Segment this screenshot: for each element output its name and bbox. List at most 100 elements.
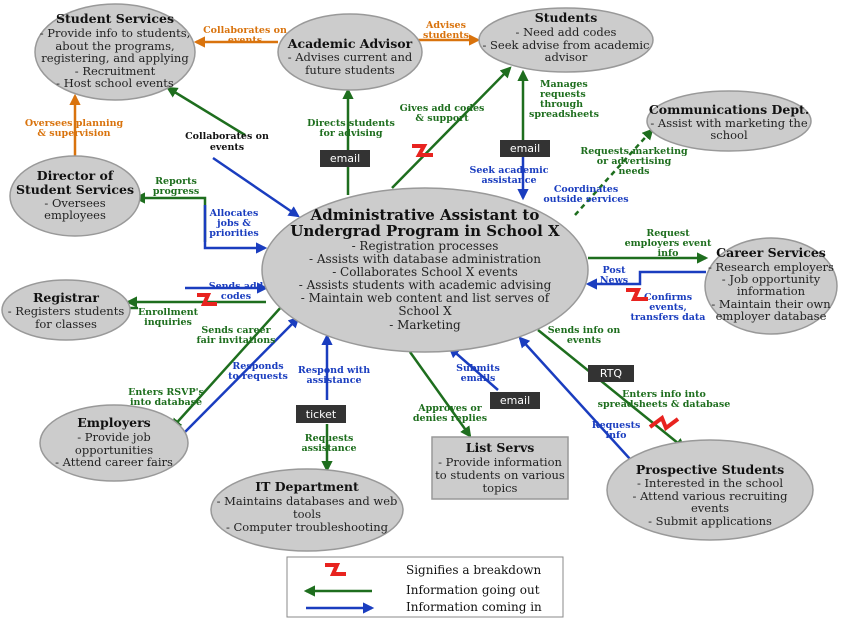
node-list-servs: List Servs - Provide information to stud… [431,436,569,500]
edge-admin-to-communications [574,128,654,216]
node-title: IT Department [255,479,359,494]
edge-label: Oversees planning& supervision [25,118,124,139]
svg-text:RTQ: RTQ [600,367,623,380]
breakdown-icon [325,563,346,576]
node-line: - Research employers [708,260,834,274]
node-line: - Maintains databases and web [217,494,398,508]
node-line: for classes [35,317,97,331]
breakdown-markers [197,144,680,432]
node-line: employer database [716,309,827,323]
node-line: - Seek advise from academic [483,38,650,52]
node-line: - Recruitment [75,64,156,78]
node-line: advisor [545,50,588,64]
node-registrar: Registrar - Registers students for class… [1,279,131,341]
node-title: Student Services [56,11,174,26]
node-title: Students [535,10,597,25]
node-employers: Employers - Provide job opportunities - … [39,404,189,482]
breakdown-icon [626,288,648,301]
node-line: - Assist with marketing the [650,116,807,130]
node-title: List Servs [466,440,535,455]
edge-admin-to-listservs [408,351,472,438]
email-tag: email [320,150,370,167]
svg-text:email: email [500,394,530,407]
edge-admin-to-prospective [537,329,686,450]
node-line: - Attend various recruiting [633,489,789,503]
node-line: - Maintain web content and list serves o… [301,291,551,305]
node-line: - Submit applications [648,514,772,528]
edges [69,34,709,473]
node-title: Registrar [33,290,99,305]
node-student-services: Student Services - Provide info to stude… [34,3,196,101]
node-line: about the programs, [55,39,174,53]
node-title: Academic Advisor [287,36,413,51]
node-line: - Job opportunity [722,272,821,286]
svg-text:email: email [330,152,360,165]
rtq-tag: RTQ [588,365,634,382]
node-line: - Advises current and [288,50,413,64]
node-prospective-students: Prospective Students - Interested in the… [606,439,814,541]
node-line: information [737,284,806,298]
node-it-department: IT Department - Maintains databases and … [210,468,404,552]
node-line: topics [483,481,518,495]
legend: Signifies a breakdown Information going … [286,556,564,618]
node-title: Employers [77,415,150,430]
node-line: - Collaborates School X events [332,265,518,279]
node-line: future students [305,63,395,77]
node-line: - Registration processes [352,239,499,253]
node-line: - Assists with database administration [309,252,541,266]
node-title: Administrative Assistant to [310,206,540,224]
node-academic-advisor: Academic Advisor - Advises current and f… [277,13,423,91]
node-title: Communications Dept. [649,102,809,117]
svg-text:email: email [510,142,540,155]
node-line: school [710,128,748,142]
node-line: - Host school events [56,76,174,90]
node-title: Prospective Students [636,462,784,477]
legend-out-label: Information going out [406,583,540,597]
node-admin-assistant: Administrative Assistant to Undergrad Pr… [261,187,589,353]
node-line: - Provide job [77,430,151,444]
svg-text:ticket: ticket [306,408,337,421]
node-students: Students - Need add codes - Seek advise … [478,7,654,73]
node-title: Undergrad Program in School X [290,222,560,240]
legend-in-label: Information coming in [406,600,542,614]
node-line: events [691,501,729,515]
node-line: - Registers students [8,304,125,318]
node-line: employees [44,208,106,222]
breakdown-icon [648,414,680,432]
edge-career-to-admin [585,270,706,290]
node-line: to students on various [435,468,565,482]
node-line: tools [293,507,321,521]
legend-breakdown-label: Signifies a breakdown [406,563,541,577]
edge-label: Gives add codes& support [400,103,485,124]
edge-admin-to-students [391,66,512,189]
node-communications: Communications Dept. - Assist with marke… [646,90,812,152]
breakdown-icon [197,293,217,306]
node-line: - Assists students with academic advisin… [299,278,552,292]
node-line: - Marketing [389,318,461,332]
edge-prospective-to-admin [518,336,641,471]
node-title: Student Services [16,182,134,197]
edge-listservs-to-admin [448,346,499,391]
